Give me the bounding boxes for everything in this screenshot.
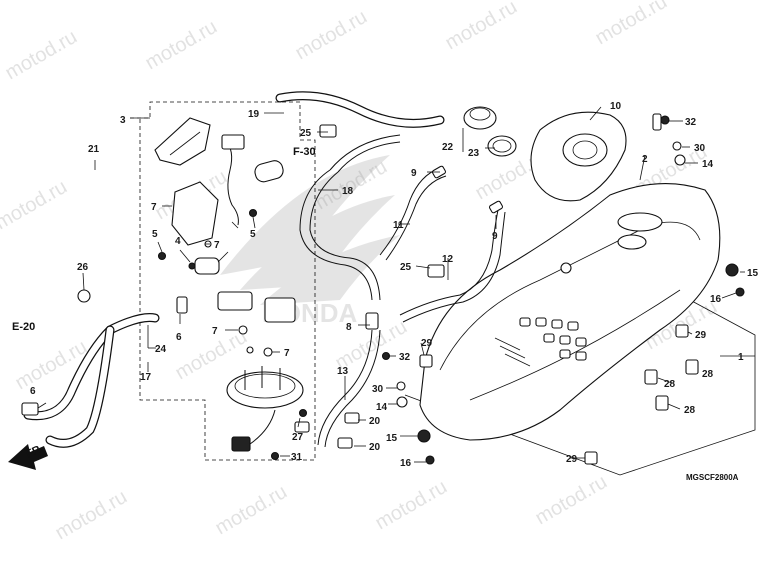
callout-11: 11 bbox=[393, 220, 404, 231]
callout-14b: 14 bbox=[702, 159, 714, 170]
callout-29b: 29 bbox=[695, 330, 707, 341]
callout-9a: 9 bbox=[411, 168, 417, 179]
leader-lines bbox=[37, 106, 745, 463]
callout-15b: 15 bbox=[747, 268, 759, 279]
callout-25b: 25 bbox=[400, 262, 412, 273]
watermark-text: motod.ru bbox=[2, 26, 81, 85]
fuel-tank bbox=[419, 183, 721, 441]
callout-20a: 20 bbox=[369, 416, 381, 427]
callout-28a: 28 bbox=[664, 379, 676, 390]
callout-30a: 30 bbox=[372, 384, 384, 395]
callout-22: 22 bbox=[442, 142, 454, 153]
watermark-text: motod.ru bbox=[592, 0, 671, 49]
callout-1: 1 bbox=[738, 352, 744, 363]
callout-25a: 25 bbox=[300, 128, 312, 139]
watermark-text: motod.ru bbox=[532, 471, 611, 530]
callout-3: 3 bbox=[120, 115, 126, 126]
callout-19: 19 bbox=[248, 109, 260, 120]
fuel-pump-filter bbox=[171, 181, 219, 246]
watermark-text: motod.ru bbox=[372, 476, 451, 535]
tank-assembly-box bbox=[404, 299, 756, 476]
callout-7d: 7 bbox=[284, 348, 290, 359]
callout-4: 4 bbox=[175, 236, 181, 247]
ref-e20: E-20 bbox=[12, 321, 35, 333]
callout-7a: 7 bbox=[151, 202, 157, 213]
callout-28b: 28 bbox=[702, 369, 714, 380]
callout-5b: 5 bbox=[250, 229, 256, 240]
tank-vents bbox=[519, 317, 587, 361]
filler-gasket bbox=[487, 135, 517, 157]
watermark-text: motod.ru bbox=[442, 0, 521, 54]
callout-5a: 5 bbox=[152, 229, 158, 240]
callout-29a: 29 bbox=[421, 338, 433, 349]
callout-6b: 6 bbox=[30, 386, 36, 397]
callout-21: 21 bbox=[88, 144, 100, 155]
callout-14a: 14 bbox=[376, 402, 388, 413]
fuel-pump-bracket bbox=[154, 117, 211, 166]
callout-8: 8 bbox=[346, 322, 352, 333]
fuel-pump-base bbox=[226, 366, 304, 409]
diagram-code: MGSCF2800A bbox=[686, 473, 739, 482]
fuel-level-sensor bbox=[217, 291, 296, 323]
watermark-text: motod.ru bbox=[52, 486, 131, 545]
filler-cap bbox=[463, 106, 497, 130]
callout-31: 31 bbox=[291, 452, 303, 463]
watermark-text: motod.ru bbox=[212, 481, 291, 540]
callout-2: 2 bbox=[642, 154, 648, 165]
callout-17: 17 bbox=[140, 372, 152, 383]
watermark-text: motod.ru bbox=[142, 16, 221, 75]
callout-30b: 30 bbox=[694, 143, 706, 154]
ref-f30: F-30 bbox=[293, 146, 316, 158]
callout-13: 13 bbox=[337, 366, 349, 377]
callout-20b: 20 bbox=[369, 442, 381, 453]
callout-32b: 32 bbox=[685, 117, 697, 128]
fuel-pump-group-box bbox=[130, 101, 316, 461]
fuel-pressure-regulator bbox=[194, 257, 220, 275]
callout-7c: 7 bbox=[212, 326, 218, 337]
fasteners bbox=[157, 115, 745, 465]
callout-12: 12 bbox=[442, 254, 454, 265]
callout-27: 27 bbox=[292, 432, 304, 443]
callout-16b: 16 bbox=[710, 294, 722, 305]
fuel-hoses bbox=[23, 91, 506, 448]
callout-18: 18 bbox=[342, 186, 354, 197]
callout-15a: 15 bbox=[386, 433, 398, 444]
watermark-text: motod.ru bbox=[0, 176, 71, 235]
callout-23: 23 bbox=[468, 148, 480, 159]
callout-28c: 28 bbox=[684, 405, 696, 416]
seal-tray bbox=[530, 111, 627, 202]
callout-numbers: 1 2 3 4 5 5 6 6 7 7 7 7 8 9 9 10 11 12 1… bbox=[30, 101, 759, 469]
hose-clamps bbox=[21, 113, 699, 465]
callout-6a: 6 bbox=[176, 332, 182, 343]
callout-32a: 32 bbox=[399, 352, 411, 363]
callout-16a: 16 bbox=[400, 458, 412, 469]
callout-26: 26 bbox=[77, 262, 89, 273]
callout-10: 10 bbox=[610, 101, 622, 112]
fuel-pump-connector bbox=[231, 409, 276, 452]
front-direction-arrow: FR. bbox=[8, 442, 48, 470]
fuel-pump-wiring bbox=[221, 134, 245, 226]
fuel-pump-motor bbox=[254, 160, 284, 183]
callout-24: 24 bbox=[155, 344, 167, 355]
callout-29c: 29 bbox=[566, 454, 578, 465]
callout-9b: 9 bbox=[492, 231, 498, 242]
callout-7b: 7 bbox=[214, 240, 220, 251]
watermark-text: motod.ru bbox=[292, 6, 371, 65]
